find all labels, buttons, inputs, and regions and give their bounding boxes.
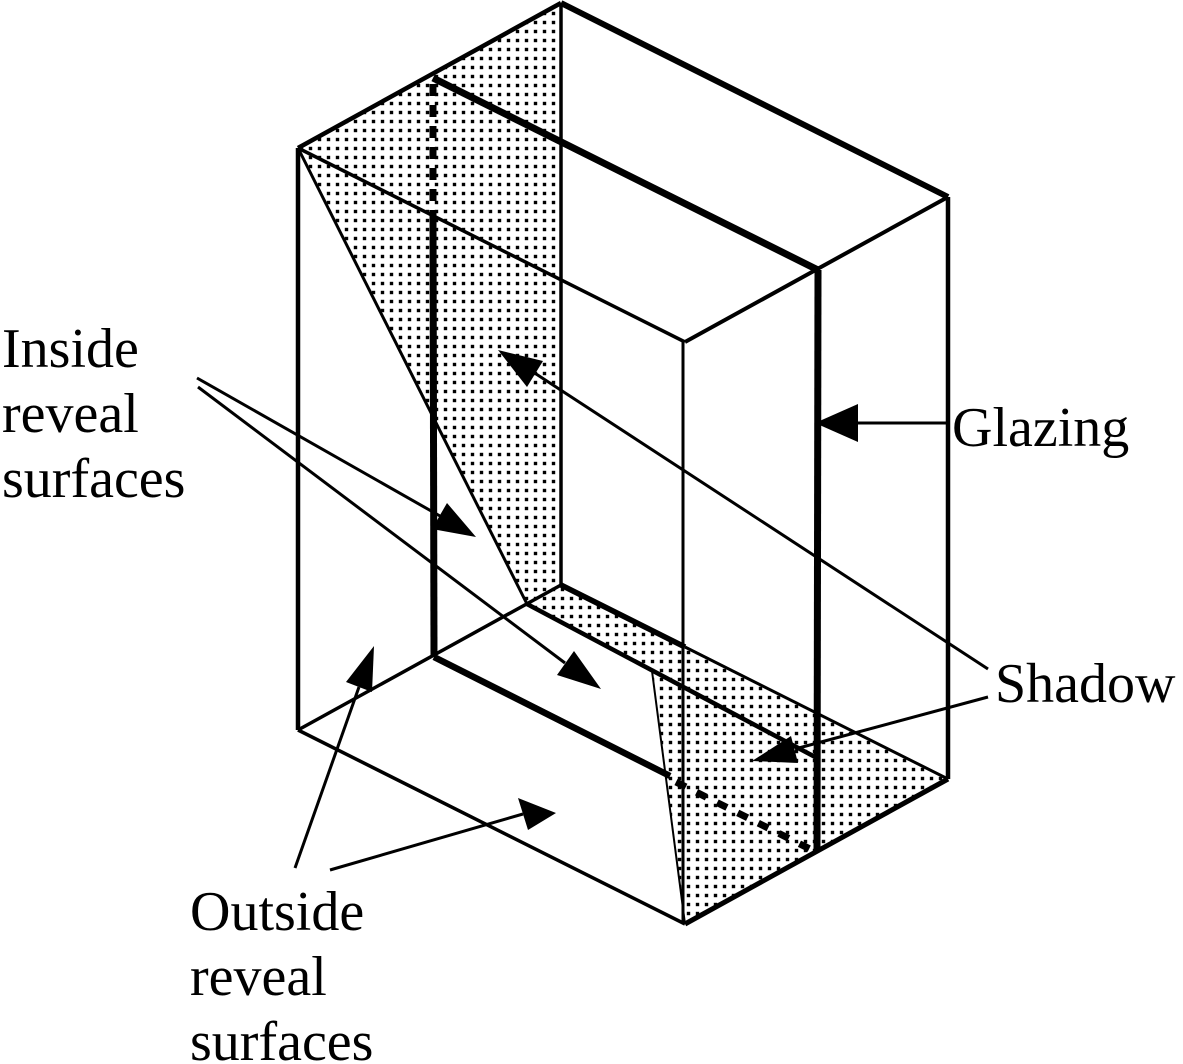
shadow-region-top-reveal [298, 3, 561, 604]
inside-reveal-annotation [196, 376, 601, 689]
outside-reveal-annotation [293, 646, 556, 872]
edge-bottom-back-left [297, 583, 562, 732]
outside-reveal-arrowhead-2-icon [518, 798, 556, 830]
outside-reveal-pointer-line-1 [293, 686, 361, 869]
glazing-edge-bottom [432, 654, 672, 779]
glazing-arrowhead-icon [815, 404, 858, 442]
label-outside-reveal-line3: surfaces [190, 1011, 373, 1064]
glazing-annotation [815, 404, 947, 442]
edge-bottom-back-right-near [559, 582, 687, 650]
glazing-edge-right [813, 269, 822, 851]
label-inside-reveal-line1: Inside [2, 318, 139, 380]
edge-top-front-left [297, 146, 686, 344]
outer-box [295, 0, 951, 927]
glazing-edge-top [431, 74, 820, 274]
shadow-arrowhead-lower-icon [752, 736, 798, 763]
outside-reveal-arrowhead-1-icon [346, 646, 374, 692]
labels: Inside reveal surfaces Outside reveal su… [2, 318, 1176, 1064]
edge-top-back-right [559, 0, 950, 200]
shadow-boundary-sill [525, 602, 819, 760]
edge-bottom-front-right [683, 776, 950, 927]
outside-reveal-pointer-line-2 [329, 812, 524, 872]
inside-reveal-arrowhead-2-icon [557, 651, 601, 689]
shadow-annotation [498, 350, 989, 763]
label-glazing: Glazing [952, 397, 1129, 459]
inside-reveal-arrowhead-1-icon [432, 503, 476, 537]
glazing-edge-left [429, 211, 438, 658]
edge-bottom-front-left [297, 728, 686, 926]
inside-reveal-pointer-line-2 [197, 385, 566, 665]
shadow-region-sill [527, 585, 948, 924]
edge-top-back-left [296, 1, 563, 150]
label-inside-reveal-line2: reveal [2, 383, 139, 445]
shadow-boundary-upper [296, 147, 529, 605]
label-outside-reveal-line2: reveal [190, 946, 327, 1008]
shadow-pointer-line-lower [794, 695, 989, 751]
inside-reveal-pointer-line-1 [196, 376, 441, 518]
shadow-arrowhead-upper-icon [498, 350, 543, 387]
shadow-boundary-sill-left [651, 670, 686, 925]
glazing-frame [429, 74, 822, 856]
shadow-pointer-line-upper [529, 368, 989, 671]
label-shadow: Shadow [995, 653, 1176, 715]
label-outside-reveal-line1: Outside [190, 881, 364, 943]
label-inside-reveal-line3: surfaces [2, 448, 185, 510]
glazing-edge-bottom-dotted [674, 778, 818, 856]
